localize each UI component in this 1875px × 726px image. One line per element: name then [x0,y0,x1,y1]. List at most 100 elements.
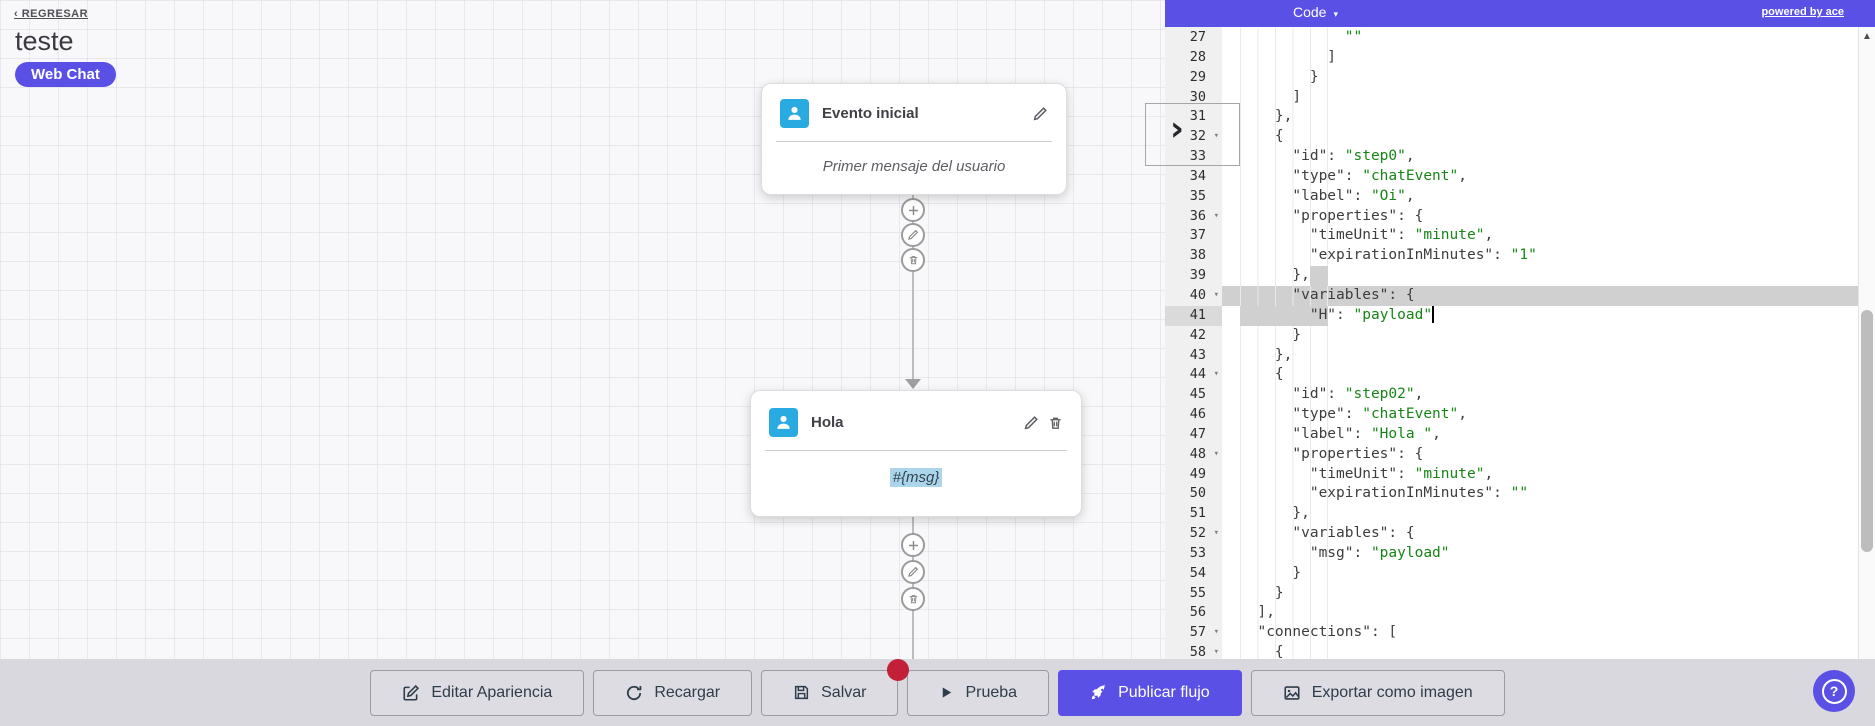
add-connector-button[interactable] [901,198,925,222]
line-number: 56 [1165,603,1222,624]
line-number: 31 [1165,107,1222,128]
code-line[interactable]: 36▾ "properties": { [1165,206,1858,227]
fold-arrow-icon[interactable]: ▾ [1213,289,1219,300]
code-line[interactable]: 43 }, [1165,345,1858,366]
exportar-como-imagen-button[interactable]: Exportar como imagen [1250,669,1505,716]
code-line[interactable]: 34 "type": "chatEvent", [1165,166,1858,187]
button-label: Salvar [821,683,867,701]
code-line[interactable]: 52▾ "variables": { [1165,524,1858,544]
refresh-icon [625,684,643,702]
line-number: 38 [1165,246,1222,267]
edit-connector-button[interactable] [901,560,925,584]
code-line[interactable]: 28 ] [1165,47,1858,68]
line-number: 30 [1165,87,1222,108]
line-number: 55 [1165,583,1222,604]
edit-connector-button[interactable] [901,223,925,247]
line-number: 49 [1165,464,1222,485]
code-line[interactable]: 42 } [1165,325,1858,346]
code-line[interactable]: 48▾ "properties": { [1165,444,1858,465]
scroll-up-icon[interactable]: ▲ [1862,31,1872,42]
back-link[interactable]: ‹ REGRESAR [14,8,89,20]
add-connector-button[interactable] [901,533,925,557]
salvar-button[interactable]: Salvar [761,658,910,716]
code-line[interactable]: 41 "H": "payload" [1165,305,1858,326]
code-line[interactable]: 35 "label": "Oi", [1165,186,1858,207]
fold-arrow-icon[interactable]: ▾ [1213,131,1219,142]
flow-canvas[interactable]: ‹ REGRESAR teste Web Chat Evento inicial… [0,0,1165,659]
code-line[interactable]: 31 }, [1165,107,1858,128]
code-line[interactable]: 39 }, [1165,266,1858,286]
code-line[interactable]: 58▾ { [1165,643,1858,659]
code-line[interactable]: 53 "msg": "payload" [1165,543,1858,564]
flow-node-evento-inicial[interactable]: Evento inicial Primer mensaje del usuari… [761,83,1067,195]
fold-arrow-icon[interactable]: ▾ [1213,369,1219,380]
line-number: 41 [1165,305,1222,326]
code-line[interactable]: 54 } [1165,563,1858,584]
line-number: 43 [1165,345,1222,366]
fold-arrow-icon[interactable]: ▾ [1213,448,1219,459]
line-number: 27 [1165,28,1222,48]
code-mode-dropdown[interactable]: Code▾ [1293,4,1338,20]
text-cursor [1432,306,1435,324]
fold-arrow-icon[interactable]: ▾ [1213,528,1219,539]
line-number: 36▾ [1165,206,1222,227]
delete-node-icon[interactable] [1048,415,1063,431]
recargar-button[interactable]: Recargar [593,669,753,716]
flow-node-hola[interactable]: Hola #{msg} [750,390,1082,517]
button-label: Editar Apariencia [431,683,553,701]
edit-node-icon[interactable] [1032,106,1048,122]
page-title: teste [15,26,74,56]
edit-node-icon[interactable] [1023,415,1039,431]
channel-badge: Web Chat [15,62,116,87]
fold-arrow-icon[interactable]: ▾ [1213,627,1219,638]
prueba-button[interactable]: Prueba [907,669,1050,716]
line-number: 28 [1165,47,1222,68]
button-label: Recargar [654,683,721,701]
code-line[interactable]: 50 "expirationInMinutes": "" [1165,484,1858,505]
code-line[interactable]: 44▾ { [1165,365,1858,386]
code-line[interactable]: 51 }, [1165,504,1858,525]
divider [765,450,1067,451]
code-line[interactable]: 45 "id": "step02", [1165,385,1858,406]
fold-arrow-icon[interactable]: ▾ [1213,210,1219,221]
panel-collapse-handle[interactable]: › [1145,103,1240,166]
delete-connector-button[interactable] [901,248,925,272]
user-icon [780,99,809,128]
image-icon [1283,684,1301,702]
line-number: 37 [1165,226,1222,247]
powered-by-ace-link[interactable]: powered by ace [1761,6,1844,18]
play-icon [939,685,954,700]
code-line[interactable]: 38 "expirationInMinutes": "1" [1165,246,1858,267]
unsaved-changes-badge [887,658,910,681]
code-line[interactable]: 29 } [1165,67,1858,88]
editor-header: Code▾ powered by ace [1165,0,1875,27]
code-line[interactable]: 49 "timeUnit": "minute", [1165,464,1858,485]
code-line[interactable]: 32▾ { [1165,127,1858,148]
code-editor[interactable]: 27 ""28 ]29 }30 ]31 },32▾ {33 "id": "ste… [1165,0,1875,659]
delete-connector-button[interactable] [901,587,925,611]
code-line[interactable]: 57▾ "connections": [ [1165,623,1858,644]
line-number: 57▾ [1165,623,1222,644]
editar-apariencia-button[interactable]: Editar Apariencia [370,669,585,716]
line-number: 34 [1165,166,1222,187]
code-line[interactable]: 46 "type": "chatEvent", [1165,405,1858,425]
code-line[interactable]: 33 "id": "step0", [1165,147,1858,167]
code-line[interactable]: 55 } [1165,583,1858,604]
code-line[interactable]: 30 ] [1165,87,1858,108]
node-title: Hola [811,414,844,431]
code-line[interactable]: 40▾ "variables": { [1165,285,1858,306]
publicar-flujo-button[interactable]: Publicar flujo [1058,669,1242,716]
fold-arrow-icon[interactable]: ▾ [1213,647,1219,658]
editor-scrollbar[interactable]: ▲ [1858,27,1875,659]
node-body-text: #{msg} [889,467,943,487]
code-line[interactable]: 47 "label": "Hola ", [1165,424,1858,445]
code-line[interactable]: 37 "timeUnit": "minute", [1165,226,1858,247]
code-line[interactable]: 27 "" [1165,28,1858,48]
connector-line [912,193,914,379]
scrollbar-thumb[interactable] [1861,310,1873,552]
line-number: 52▾ [1165,524,1222,544]
help-button[interactable]: ? [1813,670,1855,712]
line-number: 33 [1165,147,1222,167]
code-line[interactable]: 56 ], [1165,603,1858,624]
